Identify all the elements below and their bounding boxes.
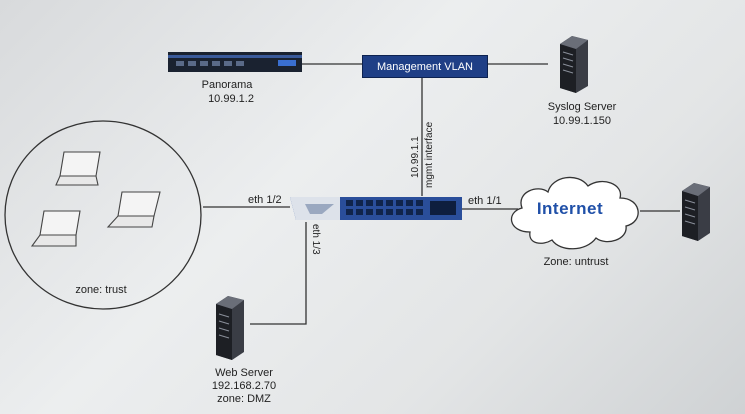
internet-server-icon [682, 183, 710, 241]
link-eth13-webserver [250, 222, 307, 325]
internet-cloud-icon [511, 176, 639, 250]
mgmt-interface-label: mgmt interface [424, 121, 435, 188]
syslog-server-name: Syslog Server [547, 101, 617, 113]
management-vlan-label: Management VLAN [377, 60, 473, 73]
laptop-icon [30, 210, 81, 247]
panorama-ip: 10.99.1.2 [208, 93, 254, 105]
internet-label: Internet [536, 199, 604, 218]
web-server-name: Web Server [215, 367, 273, 379]
syslog-server-icon [560, 36, 588, 93]
eth13-label: eth 1/3 [310, 224, 321, 255]
management-vlan-box: Management VLAN [362, 55, 488, 78]
laptop-icon [106, 191, 161, 228]
web-server-ip: 192.168.2.70 [211, 380, 277, 392]
untrust-zone-label: Zone: untrust [543, 256, 609, 268]
syslog-server-ip: 10.99.1.150 [552, 115, 612, 127]
trust-zone-label: zone: trust [75, 284, 127, 296]
laptop-icon [55, 151, 101, 186]
web-server-zone: zone: DMZ [217, 393, 271, 405]
mgmt-interface-ip: 10.99.1.1 [410, 136, 421, 178]
eth11-label: eth 1/1 [468, 195, 502, 207]
firewall-appliance-icon [290, 197, 462, 220]
eth12-label: eth 1/2 [248, 194, 282, 206]
panorama-name: Panorama [201, 79, 253, 91]
web-server-icon [216, 296, 244, 360]
trust-zone-circle [4, 120, 202, 310]
panorama-appliance-icon [168, 52, 302, 72]
